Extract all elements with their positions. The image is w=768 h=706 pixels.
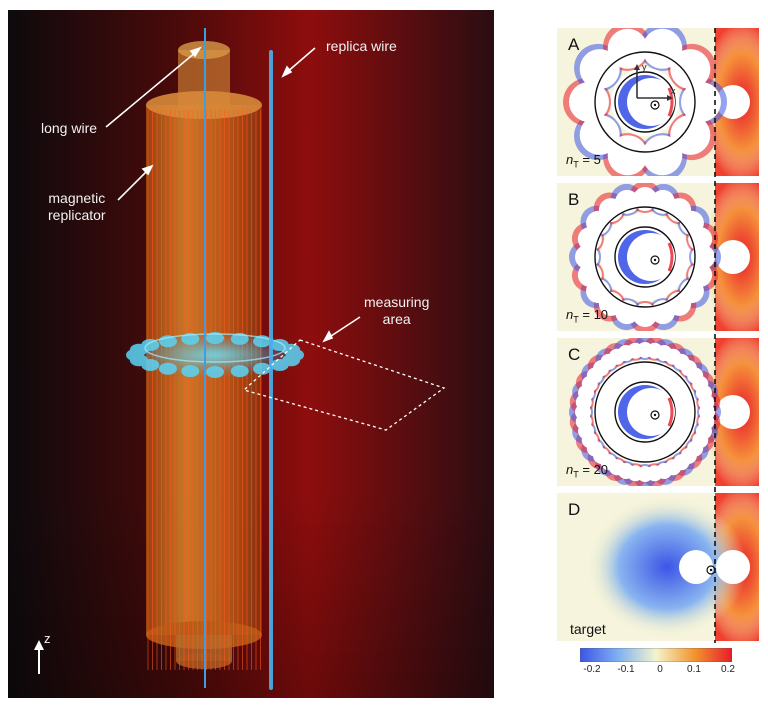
outer-shell bbox=[594, 361, 696, 463]
field-petal bbox=[670, 114, 711, 155]
field-petal bbox=[569, 82, 609, 122]
colorbar-tick: 0.2 bbox=[721, 664, 735, 675]
wire-marker bbox=[650, 410, 660, 420]
panel-b: B nT = 10 bbox=[557, 183, 759, 331]
wire-marker bbox=[650, 100, 660, 110]
field-petal bbox=[579, 49, 620, 90]
colorbar-tick: -0.1 bbox=[617, 664, 635, 675]
field-petal bbox=[698, 394, 715, 411]
field-petal bbox=[575, 245, 599, 269]
ring-petal bbox=[158, 362, 177, 375]
field-petal bbox=[633, 187, 657, 211]
panel-letter: D bbox=[568, 500, 581, 519]
ring-petal bbox=[141, 339, 160, 352]
ring-petal bbox=[181, 365, 200, 378]
wire-marker bbox=[650, 255, 660, 265]
outer-shell bbox=[594, 51, 696, 153]
panel-letter: B bbox=[568, 190, 580, 209]
label-measuring-area: measuring area bbox=[364, 294, 430, 327]
z-axis-arrow bbox=[34, 640, 44, 674]
target-label: target bbox=[570, 621, 606, 637]
label-z-axis: z bbox=[44, 631, 51, 646]
field-petal bbox=[670, 49, 711, 90]
xy-axes: xy bbox=[634, 62, 676, 101]
field-lobe bbox=[716, 395, 750, 429]
colorbar-tick: -0.2 bbox=[583, 664, 601, 675]
panel-letter: A bbox=[568, 35, 580, 54]
replicator-render: long wire replica wire magnetic replicat… bbox=[8, 10, 494, 698]
nt-label: nT = 10 bbox=[566, 307, 609, 325]
field-petal bbox=[633, 303, 657, 327]
measuring-area bbox=[242, 339, 446, 431]
nt-label: nT = 20 bbox=[566, 462, 609, 480]
label-replica-wire: replica wire bbox=[326, 38, 397, 54]
label-magnetic-replicator: magnetic replicator bbox=[48, 190, 106, 223]
panel-c: C nT = 20 bbox=[557, 338, 759, 486]
field-petal bbox=[607, 28, 648, 69]
field-petal bbox=[681, 82, 721, 122]
outer-shell bbox=[594, 206, 696, 308]
panel-d: D target bbox=[557, 493, 759, 641]
field-petal bbox=[579, 114, 620, 155]
field-petal bbox=[642, 135, 683, 176]
field-petal bbox=[607, 135, 648, 176]
panel-letter: C bbox=[568, 345, 581, 364]
ring-petal bbox=[206, 366, 224, 378]
field-petal bbox=[691, 245, 715, 269]
ring-petal bbox=[230, 365, 249, 378]
ring-petal bbox=[206, 332, 224, 344]
render-scene bbox=[8, 10, 494, 698]
colorbar bbox=[580, 648, 732, 662]
label-long-wire: long wire bbox=[41, 120, 98, 136]
colorbar-tick: 0 bbox=[657, 664, 663, 675]
field-lobe bbox=[716, 240, 750, 274]
colorbar-tick: 0.1 bbox=[687, 664, 701, 675]
x-axis-label: x bbox=[671, 86, 676, 96]
y-axis-label: y bbox=[642, 62, 647, 72]
nt-label: nT = 5 bbox=[566, 152, 601, 170]
field-petal bbox=[642, 28, 683, 69]
